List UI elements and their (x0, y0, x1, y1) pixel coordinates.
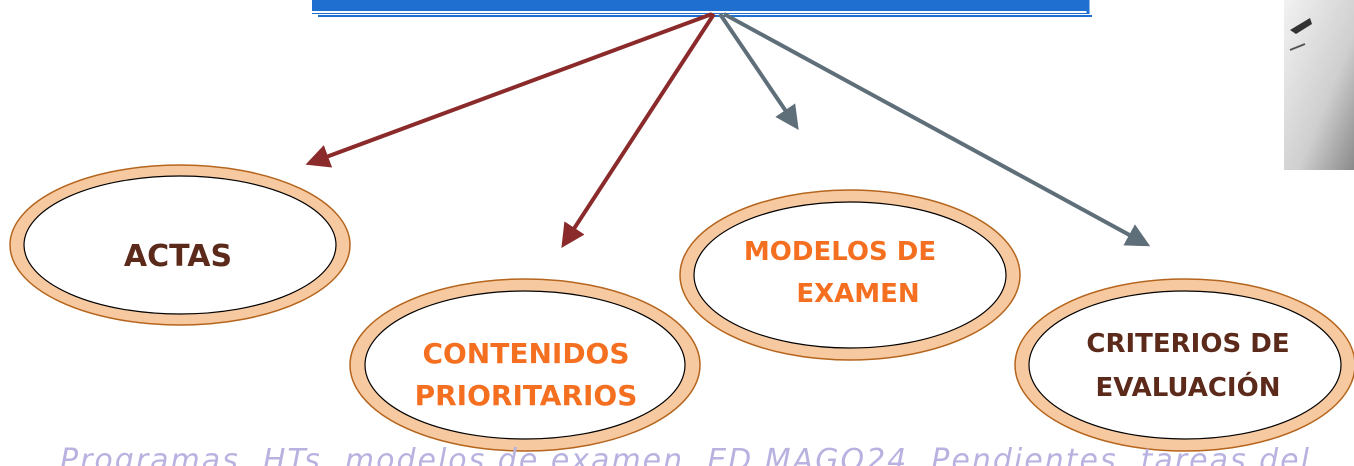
node-label-line-1: CONTENIDOS (422, 337, 629, 370)
node-contenidos: CONTENIDOS PRIORITARIOS (349, 278, 701, 452)
node-label: ACTAS (124, 239, 232, 274)
edge-to-criterios (723, 12, 1151, 247)
edge-to-actas (305, 12, 713, 168)
edge-to-modelos (718, 12, 799, 130)
node-modelos: MODELOS DE EXAMEN (679, 189, 1021, 361)
node-label-line-1: MODELOS DE (744, 237, 936, 267)
edges (305, 12, 1151, 249)
edge-to-contenidos (561, 12, 716, 249)
photo-thumbnail (1284, 0, 1354, 170)
node-label-line-1: CRITERIOS DE (1086, 329, 1289, 359)
node-label-line-2: PRIORITARIOS (415, 379, 638, 412)
node-criterios: CRITERIOS DE EVALUACIÓN (1014, 278, 1354, 452)
header-bar (312, 0, 1092, 17)
footer-caption: Programas, HTs, modelos de examen, ED.MA… (60, 444, 1346, 466)
node-label-line-2: EXAMEN (796, 279, 919, 309)
node-actas: ACTAS (9, 164, 351, 326)
node-label-line-2: EVALUACIÓN (1096, 371, 1281, 403)
